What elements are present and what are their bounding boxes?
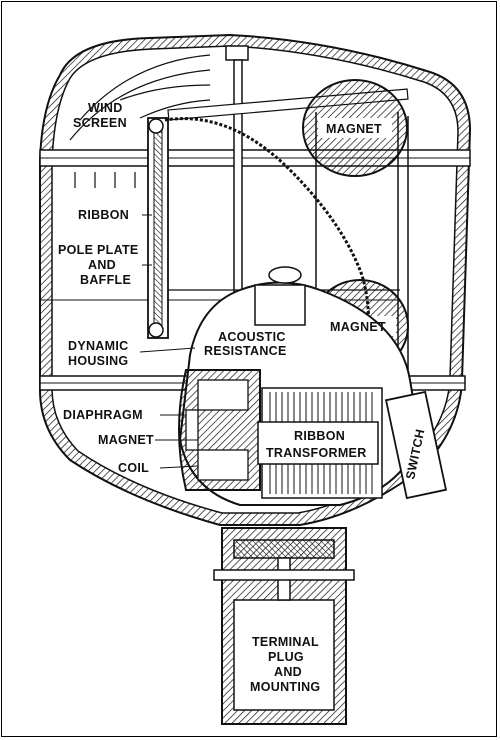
labels: WIND SCREEN RIBBON POLE PLATE AND BAFFLE… [58,101,428,694]
leader-lines [139,214,199,469]
terminal-plug [213,527,355,725]
label-terminal-2: PLUG [268,650,304,664]
switch-body [384,390,448,500]
magnet-top [302,79,408,177]
diaphragm-assembly [178,369,261,491]
label-pole-plate-1: POLE PLATE [58,243,139,257]
label-terminal-3: AND [274,665,302,679]
label-pole-plate-3: BAFFLE [80,273,131,287]
label-ribbon-transformer-2: TRANSFORMER [266,446,367,460]
label-dynamic-housing-2: HOUSING [68,354,128,368]
label-magnet-mid: MAGNET [330,320,386,334]
label-dynamic-housing-1: DYNAMIC [68,339,128,353]
label-pole-plate-2: AND [88,258,116,272]
label-diaphragm: DIAPHRAGM [63,408,143,422]
label-ribbon-transformer-1: RIBBON [294,429,345,443]
label-acoustic-1: ACOUSTIC [218,330,286,344]
label-magnet-top: MAGNET [326,122,382,136]
label-terminal-4: MOUNTING [250,680,320,694]
ribbon-transformer [257,387,383,499]
wind-screen-lines [69,54,211,188]
label-acoustic-2: RESISTANCE [204,344,287,358]
label-coil: COIL [118,461,149,475]
label-terminal-1: TERMINAL [252,635,319,649]
label-ribbon: RIBBON [78,208,129,222]
label-wind-screen-1: WIND [88,101,123,115]
label-magnet-left: MAGNET [98,433,154,447]
label-wind-screen-2: SCREEN [73,116,127,130]
